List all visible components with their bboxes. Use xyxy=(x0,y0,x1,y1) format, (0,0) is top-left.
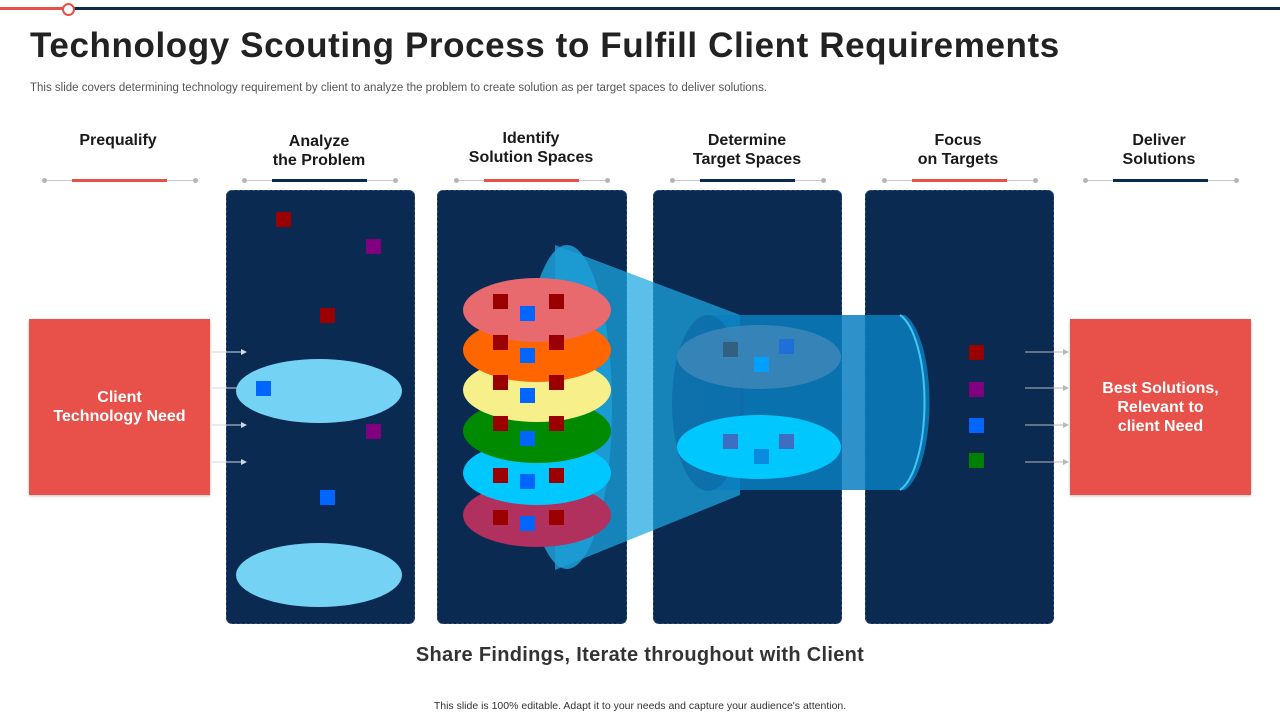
best-solutions-box: Best Solutions, Relevant to client Need xyxy=(1070,319,1251,495)
step-rule-prequalify xyxy=(42,178,198,183)
output-arrows xyxy=(1025,349,1069,465)
top-accent-red xyxy=(0,7,64,10)
step-rule-accent xyxy=(484,179,579,182)
step-rule-accent xyxy=(912,179,1007,182)
focus-squares xyxy=(969,345,984,468)
solution-squares xyxy=(493,294,564,531)
solution-layers xyxy=(463,278,611,547)
step-label-analyze: Analyze the Problem xyxy=(272,133,366,169)
bottom-caption: Share Findings, Iterate throughout with … xyxy=(415,644,865,666)
step-label-prequalify: Prequalify xyxy=(79,132,157,149)
problem-squares xyxy=(256,212,381,505)
top-accent-bar xyxy=(0,7,1280,10)
page-title: Technology Scouting Process to Fulfill C… xyxy=(30,26,1060,65)
step-rule-focus xyxy=(882,178,1038,183)
step-rule-determine xyxy=(670,178,826,183)
target-squares xyxy=(723,339,794,464)
footer-note: This slide is 100% editable. Adapt it to… xyxy=(433,700,847,712)
client-need-box: Client Technology Need xyxy=(29,319,210,495)
step-label-determine: Determine Target Spaces xyxy=(692,132,802,168)
step-label-identify: Identify Solution Spaces xyxy=(468,130,594,166)
step-rule-accent xyxy=(72,179,167,182)
page-subtitle: This slide covers determining technology… xyxy=(30,82,768,94)
step-rule-identify xyxy=(454,178,610,183)
problem-ellipse-bottom xyxy=(236,543,402,607)
step-rule-accent xyxy=(272,179,367,182)
step-rule-deliver xyxy=(1083,178,1239,183)
input-arrows xyxy=(212,349,247,465)
step-rule-accent xyxy=(1113,179,1208,182)
step-rule-analyze xyxy=(242,178,398,183)
target-ellipse-bottom xyxy=(677,415,841,479)
step-label-deliver: Deliver Solutions xyxy=(1122,132,1196,168)
problem-ellipse-top xyxy=(236,359,402,423)
step-label-focus: Focus on Targets xyxy=(917,132,999,168)
top-accent-dot xyxy=(62,3,75,16)
step-rule-accent xyxy=(700,179,795,182)
